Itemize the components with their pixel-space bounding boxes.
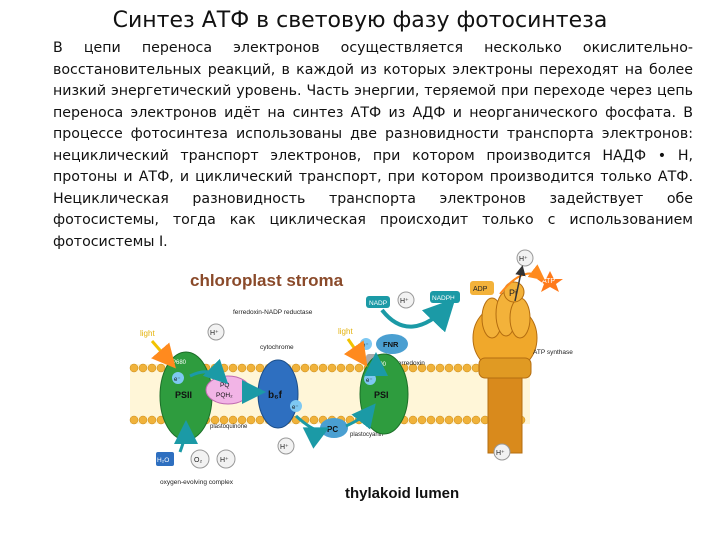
h-plus-top-right: H⁺ (514, 249, 534, 302)
lipid-head (138, 363, 148, 373)
lipid-head (435, 415, 445, 425)
h-plus-lumen-2: H⁺ (493, 443, 511, 461)
lipid-head (147, 415, 157, 425)
lipid-head (309, 415, 319, 425)
lipid-head (129, 415, 139, 425)
lipid-head (408, 363, 418, 373)
slide-title: Синтез АТФ в световую фазу фотосинтеза (112, 8, 608, 33)
photosystem-i: P700 PSI e⁻ (359, 353, 409, 435)
atp-synthase (472, 291, 538, 454)
light-1: light (140, 329, 155, 338)
oec-label: oxygen-evolving complex (160, 479, 234, 486)
lipid-head (219, 363, 229, 373)
svg-text:PSII: PSII (175, 390, 192, 400)
lipid-head (129, 363, 139, 373)
lipid-head (408, 415, 418, 425)
svg-text:P700: P700 (372, 362, 387, 368)
lumen-label: thylakoid lumen (345, 485, 459, 502)
h-plus-psii: H⁺ (207, 323, 225, 341)
cytochrome-label: cytochrome (260, 344, 294, 351)
stroma-label: chloroplast stroma (190, 271, 344, 290)
lipid-head (444, 415, 454, 425)
fnr-label-text: ferredoxin-NADP reductase (233, 309, 313, 316)
svg-text:FNR: FNR (383, 340, 399, 349)
light-2: light (338, 327, 353, 336)
lipid-head (309, 363, 319, 373)
lipid-head (228, 415, 238, 425)
lipid-head (471, 415, 481, 425)
lipid-head (462, 363, 472, 373)
lipid-head (228, 363, 238, 373)
svg-text:H⁺: H⁺ (400, 298, 409, 305)
svg-text:PSI: PSI (374, 390, 389, 400)
lipid-head (246, 415, 256, 425)
lipid-head (147, 363, 157, 373)
svg-text:e⁻: e⁻ (362, 343, 369, 349)
lipid-head (336, 363, 346, 373)
lipid-head (255, 415, 265, 425)
lipid-head (246, 363, 256, 373)
lipid-head (291, 363, 301, 373)
lipid-head (435, 363, 445, 373)
nadp-label: NADP (369, 300, 387, 307)
lipid-head (417, 415, 427, 425)
plastocyanin-label: plastocyanin (350, 432, 383, 438)
lipid-head (300, 363, 310, 373)
plastoquinone-label: plastoquinone (210, 424, 248, 430)
adp-label: ADP (473, 286, 488, 293)
svg-text:H⁺: H⁺ (519, 256, 528, 263)
lipid-head (453, 415, 463, 425)
lipid-head (462, 415, 472, 425)
electron-flow-arrows (173, 352, 388, 453)
svg-text:H₂O: H₂O (157, 457, 169, 464)
cytochrome-b6f: b₆f e⁻ (257, 359, 302, 429)
lipid-head (237, 415, 247, 425)
lipid-head (345, 363, 355, 373)
lipid-head (444, 363, 454, 373)
svg-text:e⁻: e⁻ (292, 405, 299, 411)
lipid-head (327, 363, 337, 373)
svg-text:H⁺: H⁺ (220, 457, 229, 464)
svg-text:e⁻: e⁻ (366, 378, 373, 384)
atp-synthase-label: ATP synthase (533, 349, 573, 356)
ferredoxin-label: ferredoxin (396, 360, 425, 367)
svg-text:PQ: PQ (220, 382, 229, 389)
atp-star (537, 271, 563, 292)
h-plus-lumen-1: H⁺ (277, 437, 295, 455)
atp-label: ATP (542, 278, 555, 285)
lipid-head (138, 415, 148, 425)
lipid-head (237, 363, 247, 373)
svg-text:H⁺: H⁺ (210, 330, 219, 337)
svg-text:H⁺: H⁺ (280, 444, 289, 451)
svg-text:b₆f: b₆f (268, 390, 283, 401)
pi-badge (503, 281, 525, 303)
svg-text:P680: P680 (172, 360, 187, 366)
lipid-head (219, 415, 229, 425)
paragraph-text: В цепи переноса электронов осуществляетс… (53, 40, 693, 250)
lipid-head (156, 363, 166, 373)
svg-text:e⁻: e⁻ (174, 377, 181, 383)
oec-group: H₂O O₂ H⁺ oxygen-evolving complex (156, 449, 236, 486)
nadph-label: NADPH (432, 295, 455, 302)
lipid-head (453, 363, 463, 373)
nadp-group: NADP H⁺ NADPH (366, 291, 460, 333)
lipid-head (354, 363, 364, 373)
lipid-head (255, 363, 265, 373)
lipid-head (210, 363, 220, 373)
lipid-head (417, 363, 427, 373)
svg-text:H⁺: H⁺ (496, 450, 505, 457)
lipid-head (426, 363, 436, 373)
lipid-head (318, 363, 328, 373)
svg-text:PQH₂: PQH₂ (216, 392, 233, 399)
lipid-head (426, 415, 436, 425)
svg-text:O₂: O₂ (194, 457, 202, 464)
pi-label: Pi (509, 288, 517, 298)
svg-text:PC: PC (327, 425, 338, 434)
slide-paragraph: В цепи переноса электронов осуществляетс… (53, 38, 693, 253)
lipid-head (210, 415, 220, 425)
photosynthesis-diagram: chloroplast stroma thylakoid lumen ATP s… (129, 249, 573, 502)
